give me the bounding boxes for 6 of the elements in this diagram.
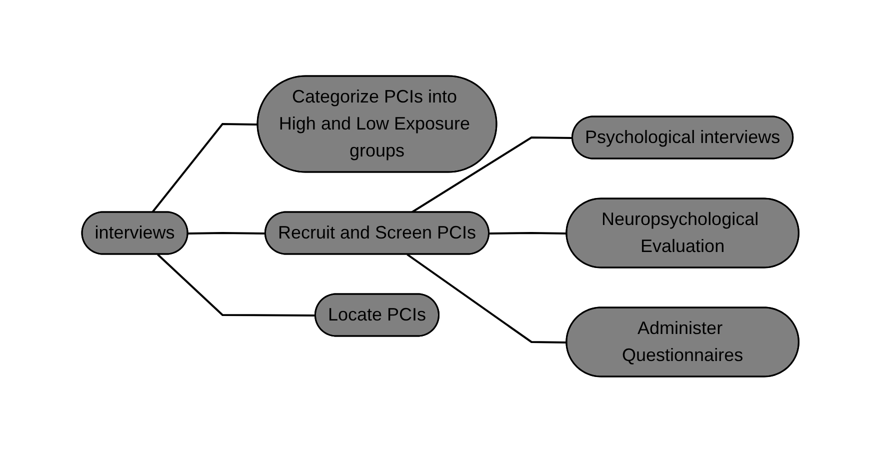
connector xyxy=(188,232,266,234)
connector xyxy=(406,253,568,344)
connector xyxy=(489,232,568,234)
connector xyxy=(152,122,258,213)
connector xyxy=(157,254,316,316)
connector xyxy=(411,136,573,214)
